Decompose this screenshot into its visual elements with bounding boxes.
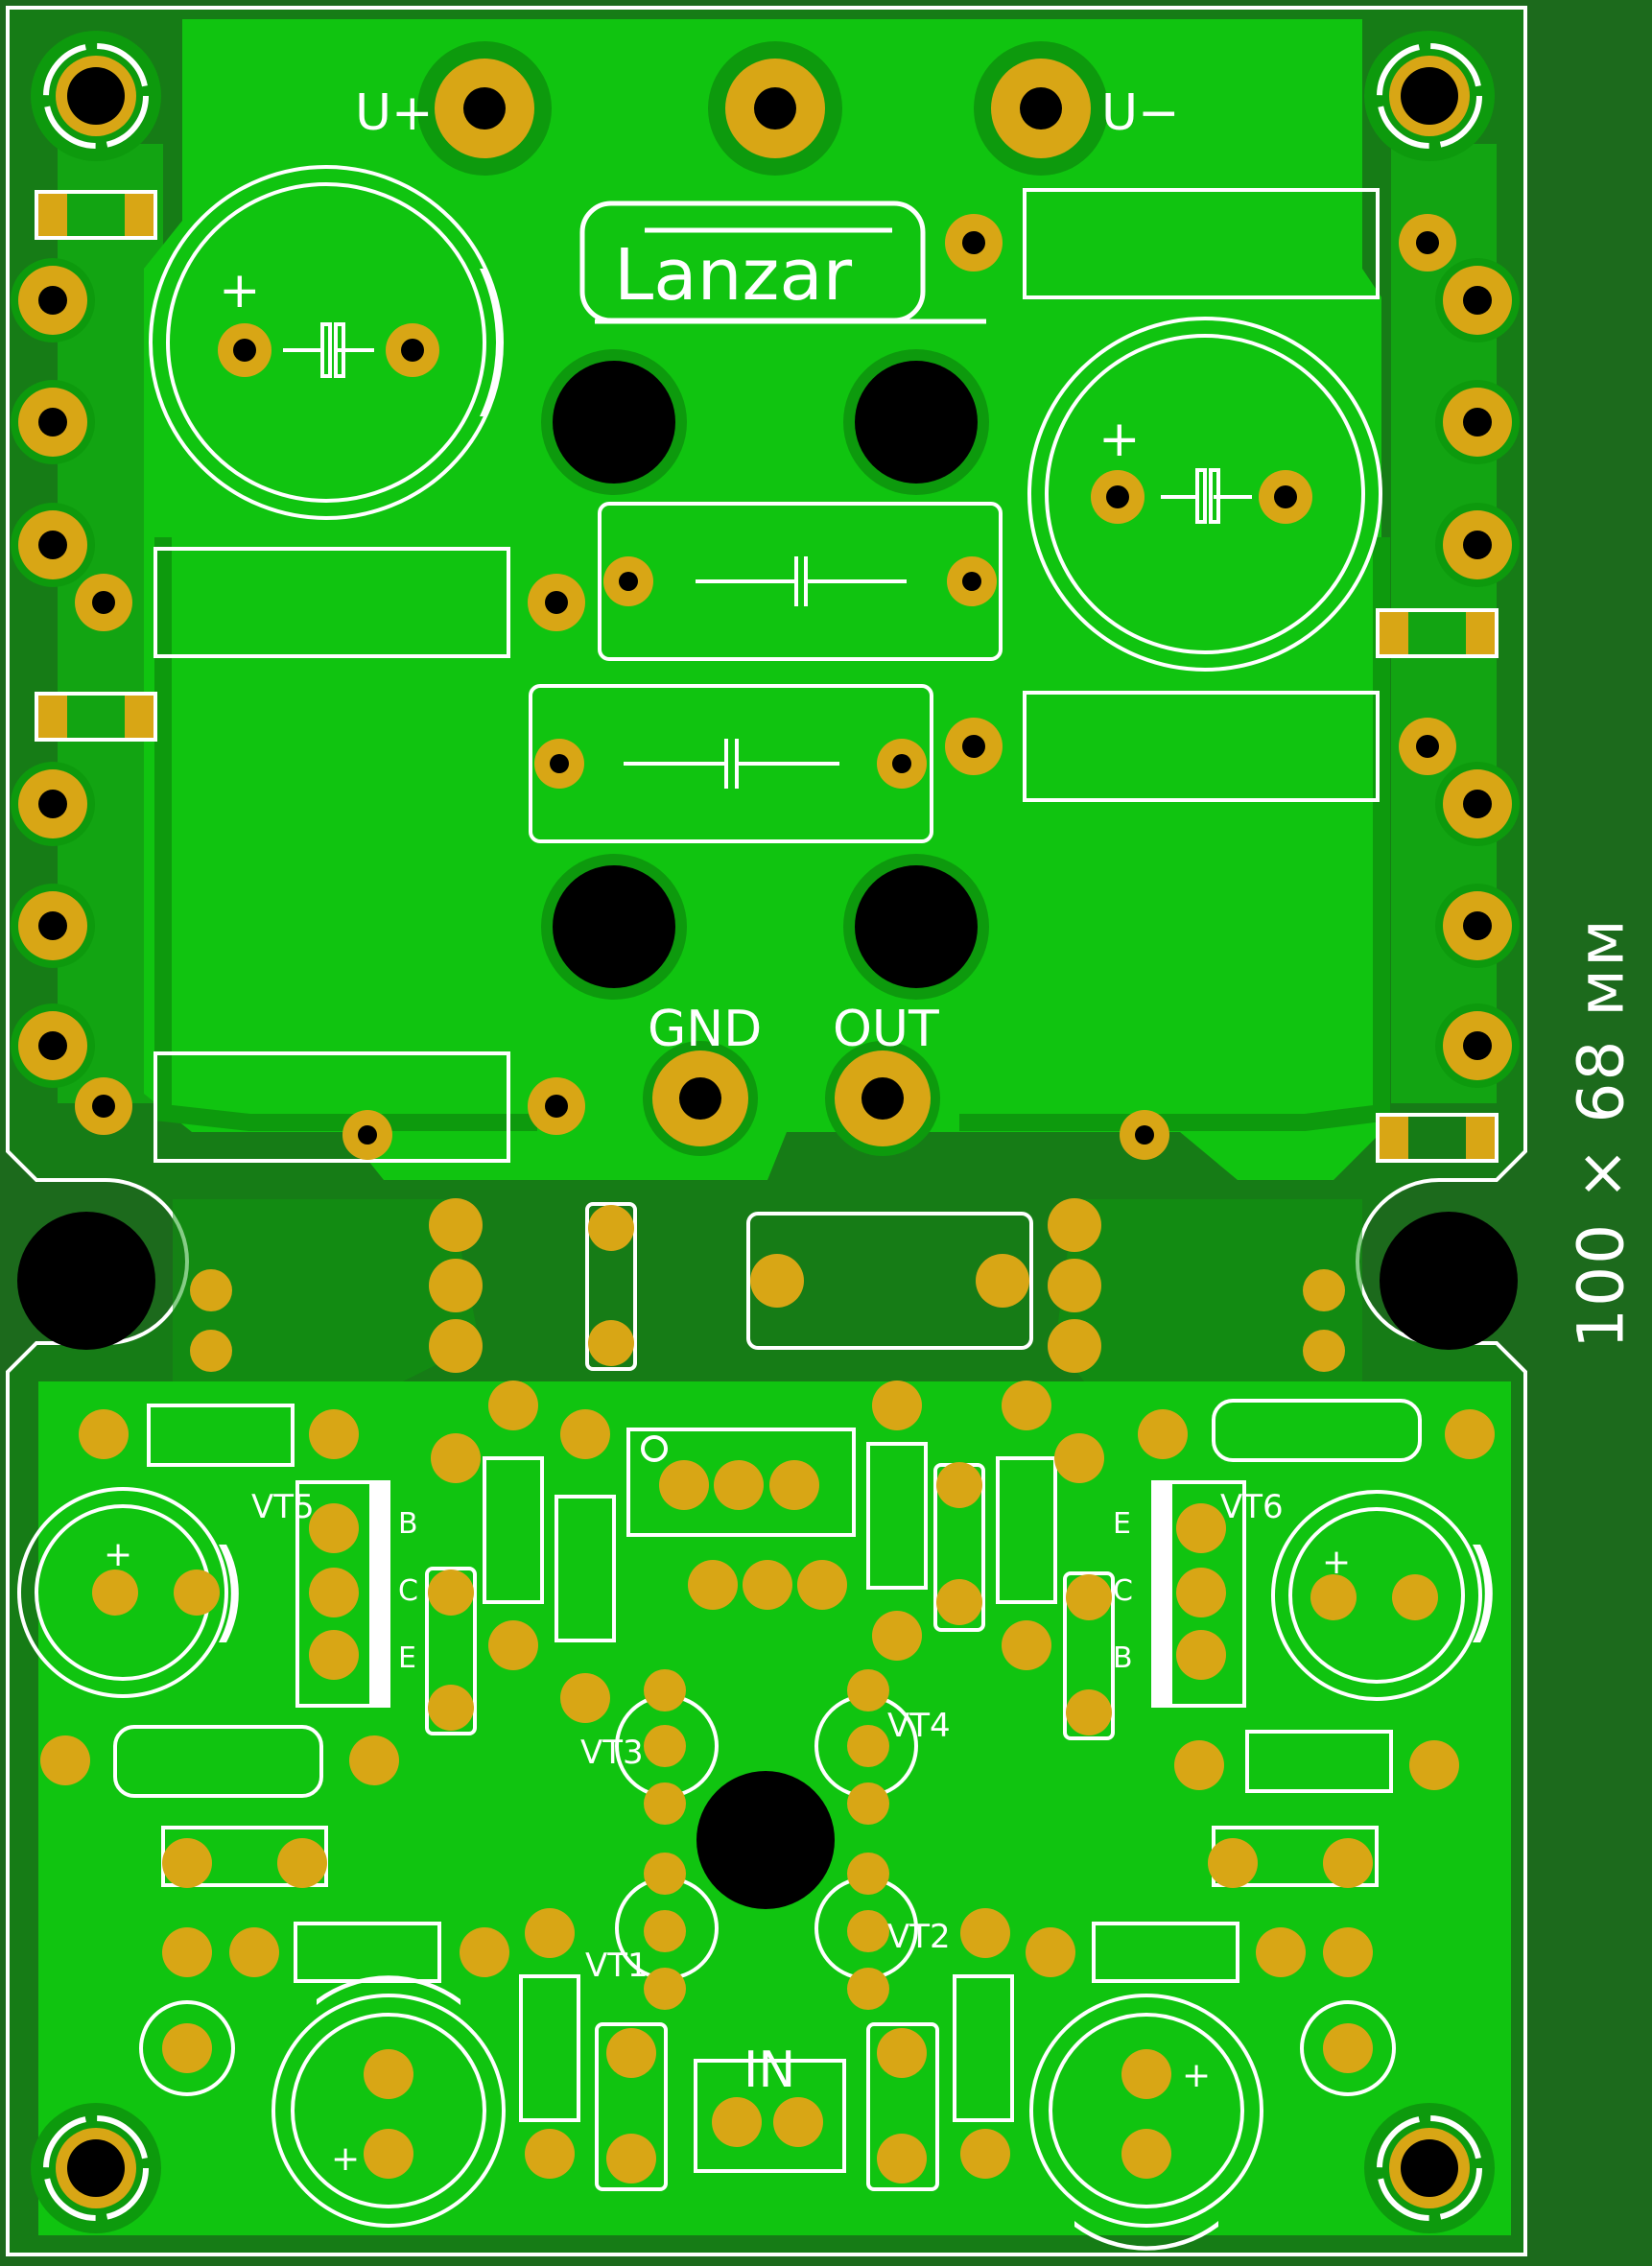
terminal-u-minus — [974, 41, 1108, 176]
label-gnd: GND — [648, 1001, 762, 1058]
vt6-tab — [1153, 1482, 1172, 1706]
vt5-pin-e: E — [398, 1641, 416, 1675]
mounting-hole-top-left — [31, 31, 161, 161]
copper-trace-region-2 — [1055, 1199, 1362, 1381]
cap-vt5-plus: + — [104, 1535, 132, 1574]
vt6-pin-e: E — [1113, 1507, 1131, 1541]
mounting-hole-bottom-left — [31, 2103, 161, 2233]
vt5-pin-b: B — [398, 1507, 418, 1541]
cap2-pads — [1091, 470, 1312, 524]
cap1-plus: + — [219, 262, 261, 319]
copper-trace-region-1 — [173, 1199, 480, 1381]
cap2-plus: + — [1098, 411, 1141, 468]
upper-component-outlines — [35, 188, 1499, 1163]
power-transistor-holes — [541, 349, 989, 1000]
board-dimension-label: 100 × 68 мм — [1549, 0, 1652, 2266]
label-vt6: VT6 — [1220, 1488, 1284, 1526]
side-notch-hole-right — [1380, 1212, 1518, 1350]
label-vt2: VT2 — [887, 1918, 951, 1956]
label-u-plus: U+ — [355, 84, 434, 142]
capacitor-bulk-negative — [1027, 317, 1382, 672]
terminal-out — [825, 1041, 940, 1156]
label-out: OUT — [833, 1001, 939, 1058]
dimension-text: 100 × 68 мм — [1564, 917, 1638, 1349]
side-notch-hole-left — [17, 1212, 155, 1350]
vt6-pin-c: C — [1113, 1574, 1133, 1608]
capacitor-bulk-positive — [149, 165, 504, 520]
mounting-hole-top-right — [1364, 31, 1495, 161]
upper-pads — [11, 214, 1520, 1160]
cap-vt6-plus: + — [1322, 1543, 1351, 1582]
vt6-pin-b: B — [1113, 1641, 1133, 1675]
brand-logo: Lanzar — [579, 201, 986, 324]
cap-bottom-left-plus: + — [331, 2139, 360, 2179]
smd-pads — [38, 194, 1495, 1159]
terminal-gnd — [643, 1041, 758, 1156]
vt5-pin-c: C — [398, 1574, 418, 1608]
label-u-minus: U− — [1101, 84, 1180, 142]
label-vt5: VT5 — [251, 1488, 315, 1526]
cap1-pads — [218, 323, 439, 377]
center-mounting-hole — [696, 1771, 835, 1909]
label-vt4: VT4 — [887, 1707, 951, 1745]
mounting-hole-bottom-right — [1364, 2103, 1495, 2233]
label-vt3: VT3 — [580, 1734, 644, 1772]
label-vt1: VT1 — [585, 1947, 649, 1985]
pcb-board: U+ U− GND OUT Lanzar + + — [6, 6, 1527, 2256]
cap-bottom-right-plus: + — [1182, 2056, 1211, 2095]
cap1-polarity-stripe — [480, 269, 501, 416]
copper-pour-top — [144, 19, 1381, 1180]
terminal-u-plus — [417, 41, 552, 176]
vt5-tab — [369, 1482, 389, 1706]
brand-name: Lanzar — [614, 234, 853, 317]
terminal-center — [708, 41, 842, 176]
trimmer-potentiometer — [626, 1428, 856, 1537]
lower-pads — [40, 1198, 1495, 2183]
label-in: IN — [743, 2042, 795, 2099]
